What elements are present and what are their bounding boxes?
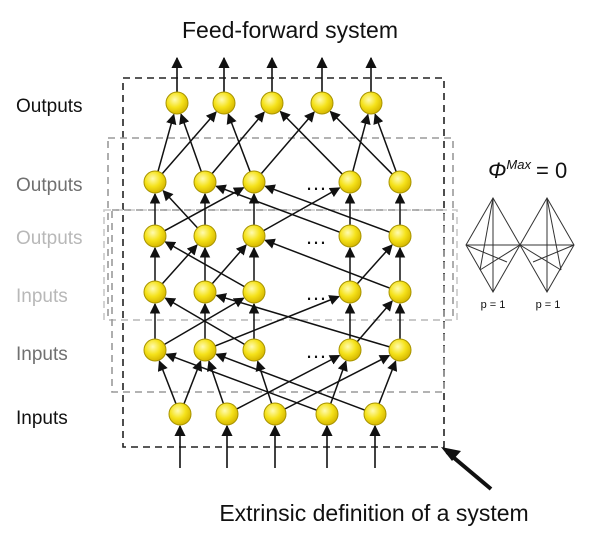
probability-label-left: p = 1 [481,299,506,311]
edge-layer2-to-layer1 [215,184,340,233]
neuron-node-row4-3 [338,338,362,362]
neuron-node-row0-2 [260,91,284,115]
phi-max-label: ΦMax = 0 [488,157,567,183]
edge-inputs-to-layer4 [165,352,317,411]
neuron-node-row5-0 [168,402,192,426]
edge-layer3-to-layer2 [161,244,198,285]
row-label-outputs-second: Outputs [16,175,83,196]
edge-inputs-to-layer4 [215,352,365,411]
neuron-node-row2-1 [193,224,217,248]
neuron-node-row0-0 [165,91,189,115]
phi-value: = 0 [536,158,567,183]
edge-inputs-to-layer4 [284,354,391,410]
ellipsis-row2: … [305,224,327,249]
neuron-node-row1-4 [388,170,412,194]
neuron-node-row0-1 [212,91,236,115]
neuron-node-row1-3 [338,170,362,194]
edge-inputs-to-layer4 [255,360,273,404]
edge-layer2-to-layer1 [162,190,199,229]
row-label-inputs-second: Inputs [16,344,68,365]
phi-superscript: Max [506,157,531,172]
neuron-node-row2-0 [143,224,167,248]
phi-symbol: Φ [488,158,506,183]
neuron-node-row2-3 [338,224,362,248]
edge-layer1-to-outputs [179,113,203,172]
ellipsis-row4: … [305,338,327,363]
neuron-node-row2-2 [242,224,266,248]
repertoire-right [519,196,575,294]
neuron-node-row3-0 [143,280,167,304]
ellipsis-row1: … [305,170,327,195]
neuron-node-row3-4 [388,280,412,304]
edge-layer4-to-layer3 [164,297,245,346]
row-label-inputs-third: Inputs [16,286,68,307]
edge-inputs-to-layer4 [183,360,203,405]
edge-layer4-to-layer3 [356,300,393,343]
edge-inputs-to-layer4 [157,360,177,405]
neuron-node-row0-4 [359,91,383,115]
edge-inputs-to-layer4 [206,360,225,404]
neuron-node-row4-0 [143,338,167,362]
subsystem-box-lower [111,209,445,393]
edge-layer1-to-outputs [329,110,393,175]
edge-layer1-to-outputs [279,110,343,175]
neuron-node-row5-4 [363,402,387,426]
edge-layer1-to-outputs [157,113,177,172]
neuron-node-row4-2 [242,338,266,362]
neuron-node-row2-4 [388,224,412,248]
edge-layer1-to-outputs [161,111,217,175]
row-label-outputs-third: Outputs [16,228,83,249]
edge-layer1-to-outputs [352,113,371,172]
edge-layer3-to-layer2 [264,238,390,289]
repertoire-left [465,196,521,294]
edge-layer1-to-outputs [226,113,251,172]
row-label-outputs-top: Outputs [16,96,83,117]
diagram-caption: Extrinsic definition of a system [219,500,528,526]
edge-inputs-to-layer4 [329,360,348,404]
edge-layer1-to-outputs [260,111,315,175]
repertoire-shapes [465,196,575,294]
edge-inputs-to-layer4 [378,360,398,405]
edge-inputs-to-layer4 [236,354,341,410]
neuron-node-row1-2 [242,170,266,194]
neuron-node-row4-1 [193,338,217,362]
edge-layer2-to-layer1 [263,187,341,232]
edge-layer3-to-layer2 [164,241,245,288]
network-edges [149,56,406,468]
neuron-node-row3-2 [242,280,266,304]
ellipsis-group: … … … … [305,170,327,363]
pointer-arrowhead [441,447,461,461]
network-nodes [143,91,412,426]
edge-layer3-to-layer2 [211,244,247,285]
neuron-node-row0-3 [310,91,334,115]
row-label-inputs-bottom: Inputs [16,408,68,429]
neuron-node-row5-3 [315,402,339,426]
edge-layer4-to-layer3 [215,293,390,348]
edge-layer1-to-outputs [211,111,265,175]
neuron-node-row1-1 [193,170,217,194]
edge-layer2-to-layer1 [164,187,245,232]
ellipsis-row3: … [305,280,327,305]
edge-layer1-to-outputs [373,113,397,172]
neuron-node-row3-3 [338,280,362,304]
neuron-node-row4-4 [388,338,412,362]
probability-label-right: p = 1 [536,299,561,311]
edge-layer4-to-layer3 [214,295,340,347]
neuron-node-row3-1 [193,280,217,304]
neuron-node-row5-1 [215,402,239,426]
neuron-node-row5-2 [263,402,287,426]
edge-layer2-to-layer1 [264,184,390,233]
neuron-node-row1-0 [143,170,167,194]
svg-text:ΦMax= 0: ΦMax = 0 [488,157,567,183]
diagram-title: Feed-forward system [182,17,398,43]
